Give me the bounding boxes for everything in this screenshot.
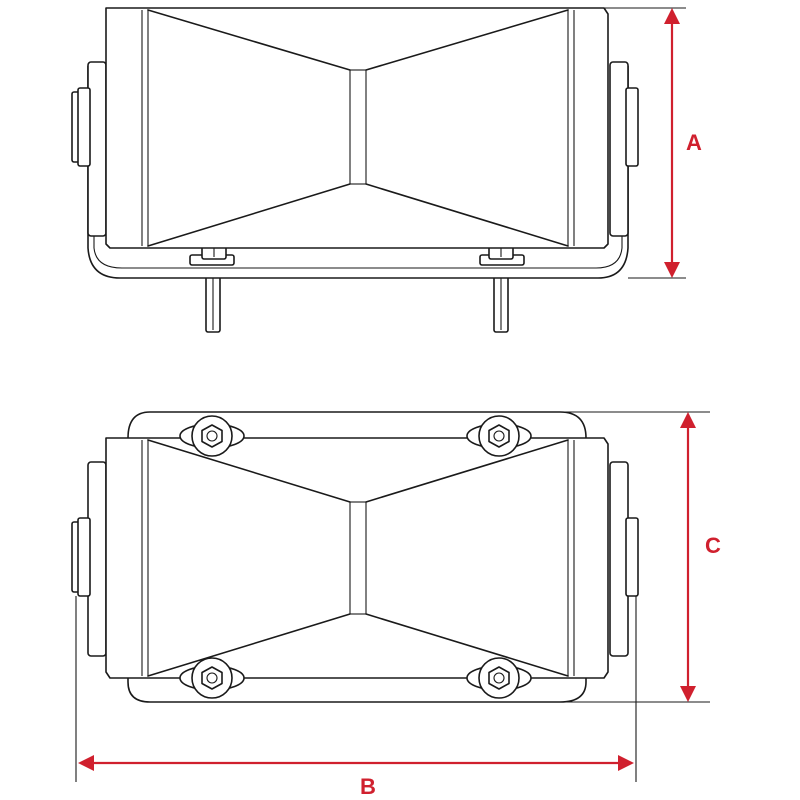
top-view — [71, 411, 639, 703]
side-view — [71, 7, 639, 333]
dimension-c: C — [680, 412, 721, 702]
dimension-a-label: A — [686, 130, 702, 155]
side-nut-left — [189, 242, 235, 266]
dimension-b: B — [78, 755, 634, 799]
side-axle-right — [609, 61, 639, 237]
top-roller — [105, 437, 609, 679]
bolt-top-right — [466, 415, 532, 457]
bolt-bottom-left — [179, 657, 245, 699]
top-axle-right — [609, 461, 639, 657]
side-roller — [105, 7, 609, 249]
side-axle-left — [71, 61, 107, 237]
dimension-a: A — [664, 8, 702, 278]
dimension-c-label: C — [705, 533, 721, 558]
bolt-top-left — [179, 415, 245, 457]
top-axle-left — [71, 461, 107, 657]
dimension-b-label: B — [360, 774, 376, 799]
bolt-bottom-right — [466, 657, 532, 699]
